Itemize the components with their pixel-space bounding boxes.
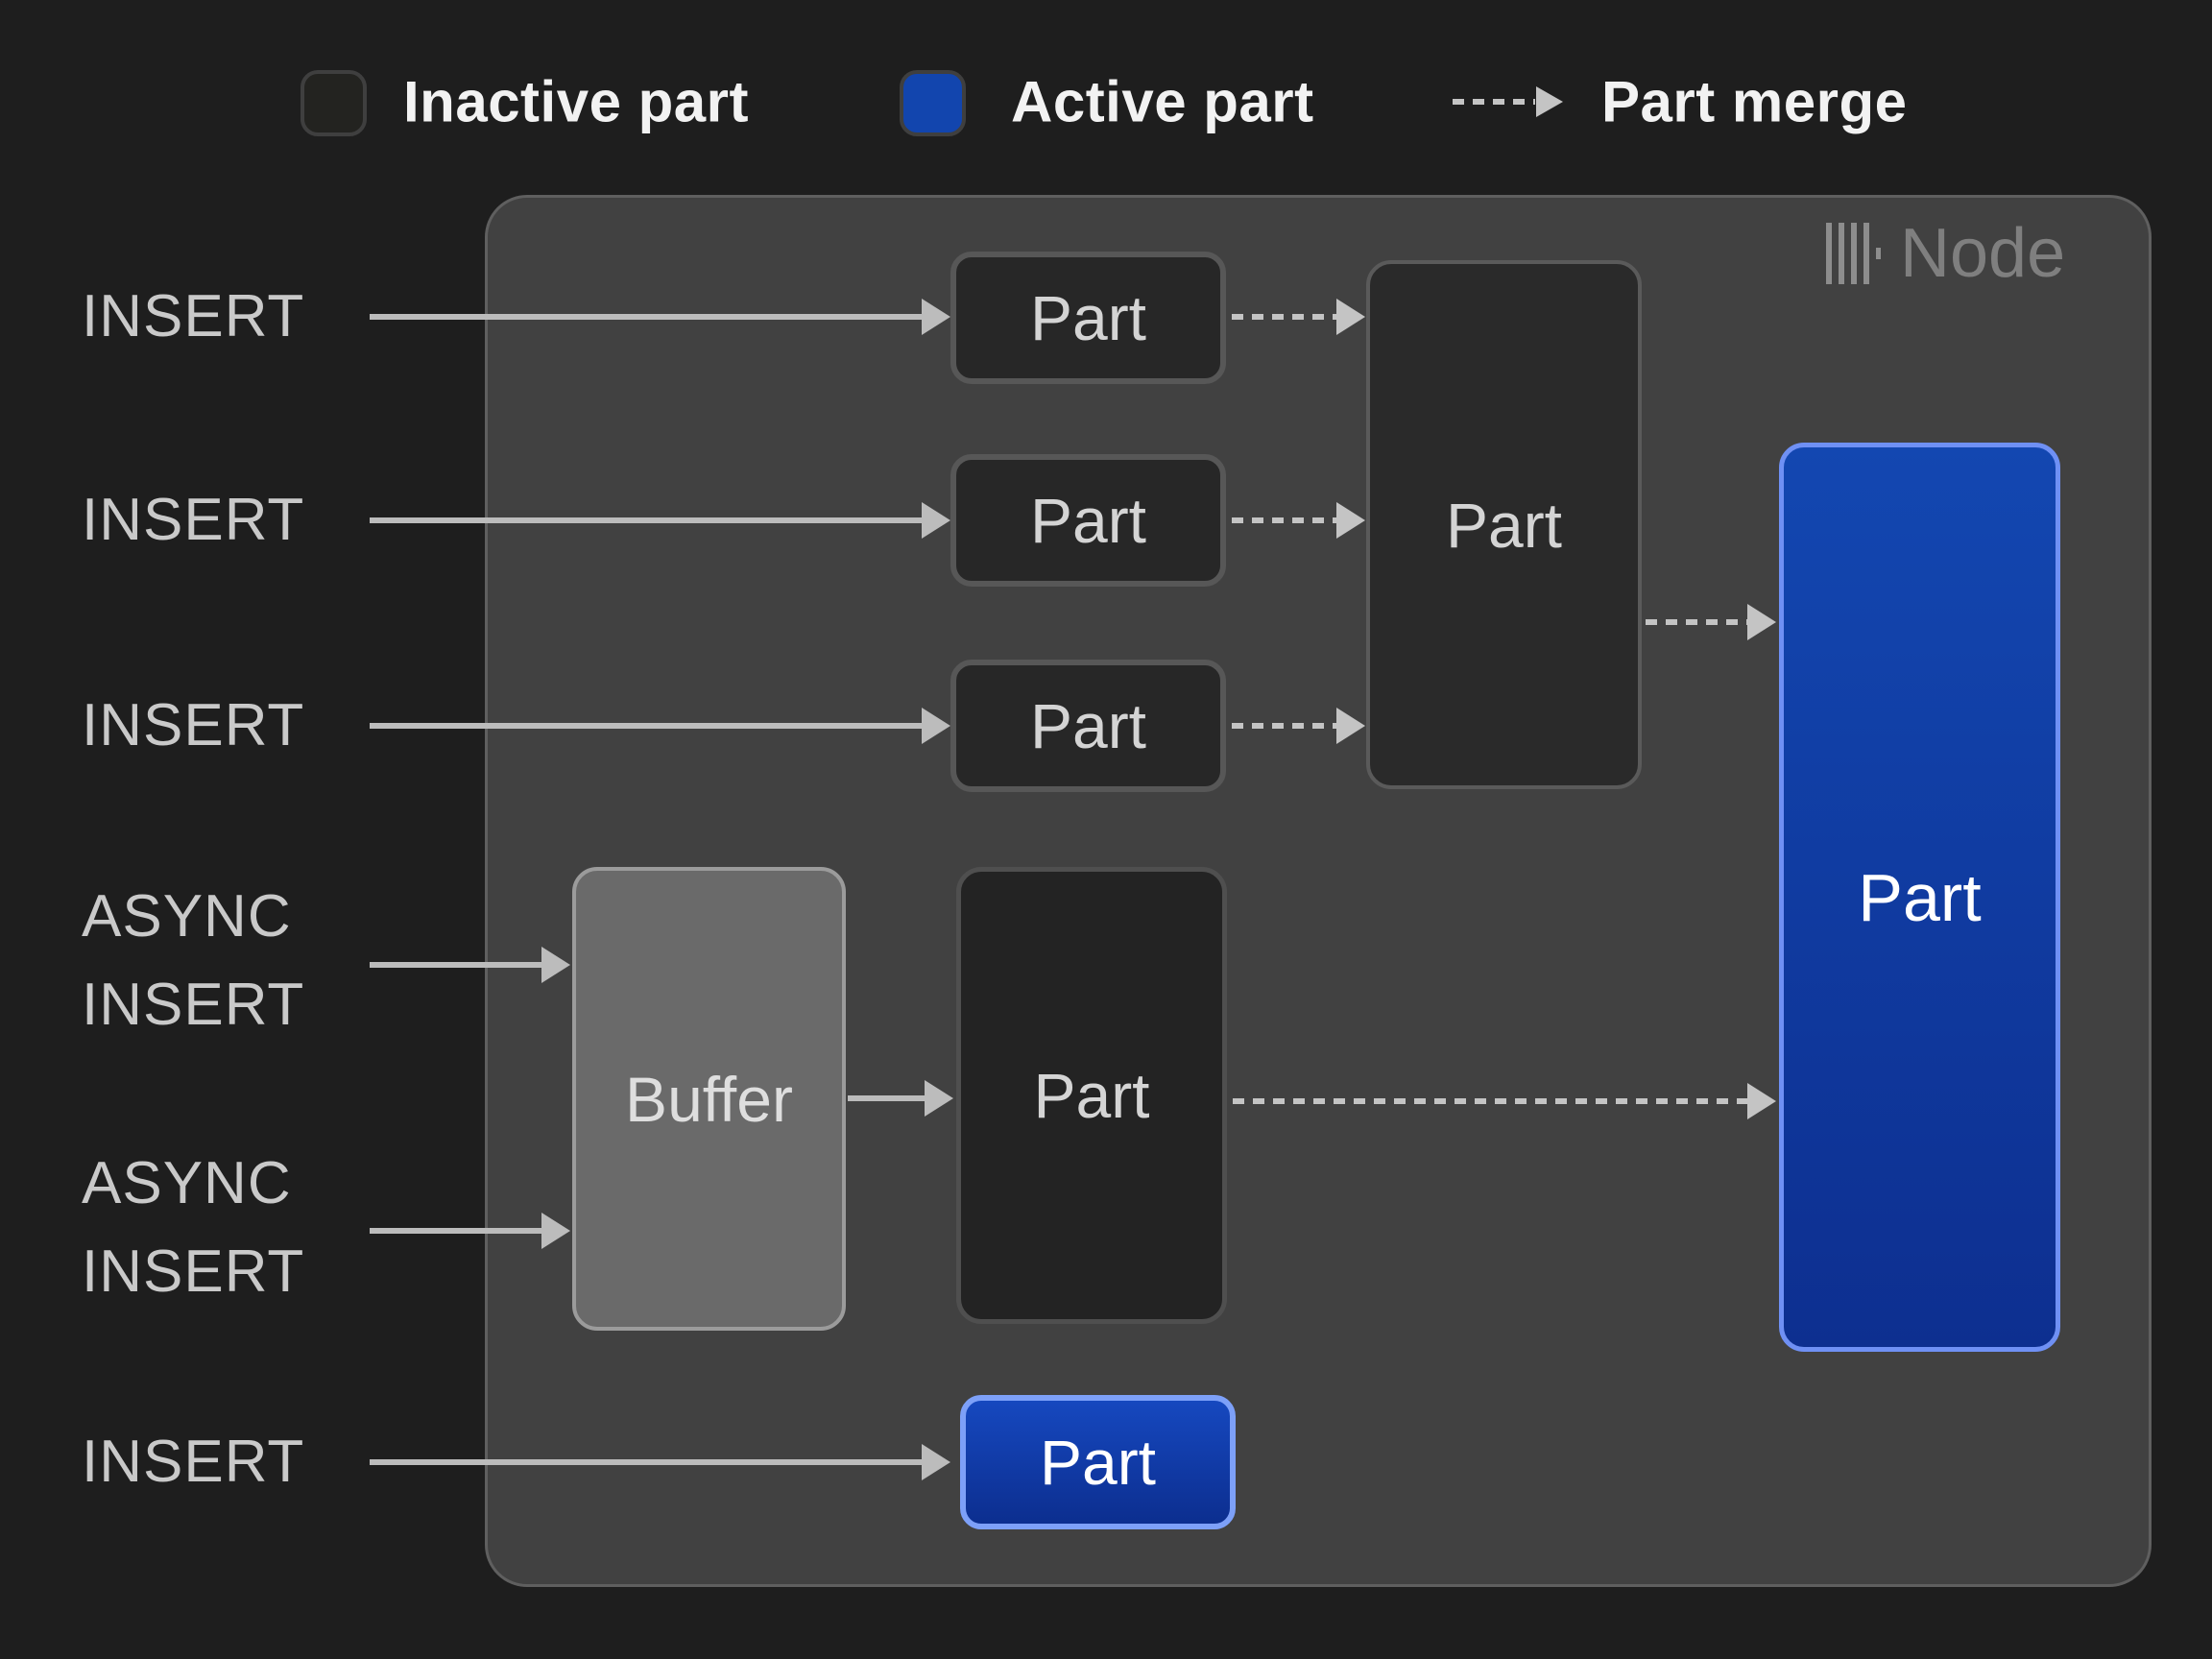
active-part-new-label: Part (1039, 1427, 1157, 1498)
legend-inactive-label: Inactive part (403, 69, 749, 134)
buffer-to-part-arrow-head-icon (925, 1080, 953, 1117)
merge-to-active-arrow-line (1646, 619, 1749, 625)
insert-label-2: INSERT (82, 487, 305, 553)
async-insert-label-2-line2: INSERT (82, 1238, 305, 1305)
merge-to-active-arrow-head-icon (1747, 604, 1776, 640)
node-header: Node (1826, 217, 2065, 290)
active-part-main-box: Part (1779, 443, 2060, 1352)
merge-target-part-label: Part (1445, 489, 1563, 561)
legend-active-label: Active part (1011, 69, 1314, 134)
buffer-to-part-arrow-line (848, 1095, 926, 1101)
async-arrow-2-line (370, 1228, 543, 1234)
buffer-box: Buffer (572, 867, 846, 1331)
inactive-part-box-1: Part (950, 252, 1226, 384)
legend-merge-label: Part merge (1601, 69, 1908, 134)
async-arrow-1-line (370, 962, 543, 968)
async-part-to-active-arrow-line (1233, 1098, 1749, 1104)
inactive-part-box-2-label: Part (1029, 485, 1147, 556)
merge-target-part-box: Part (1366, 260, 1642, 789)
async-arrow-1-head-icon (541, 947, 570, 983)
merge-arrow-1-line (1232, 314, 1337, 320)
merge-arrow-3-head-icon (1336, 708, 1365, 744)
async-insert-label-1-line1: ASYNC (82, 883, 292, 950)
buffer-label: Buffer (625, 1063, 793, 1135)
async-insert-label-2-line1: ASYNC (82, 1150, 292, 1216)
insert-arrow-4-line (370, 1459, 924, 1465)
legend-inactive-swatch (301, 70, 367, 136)
node-title: Node (1900, 215, 2066, 292)
insert-arrow-3-line (370, 723, 924, 729)
legend-merge-arrowhead-icon (1536, 86, 1563, 117)
insert-arrow-1-head-icon (922, 299, 950, 335)
legend-merge-arrow-line (1453, 99, 1535, 105)
insert-arrow-2-line (370, 517, 924, 523)
insert-arrow-3-head-icon (922, 708, 950, 744)
async-insert-label-1: ASYNC INSERT (82, 873, 304, 1049)
async-part-label: Part (1033, 1060, 1150, 1131)
async-arrow-2-head-icon (541, 1213, 570, 1249)
insert-label-1: INSERT (82, 283, 305, 349)
async-part-to-active-arrow-head-icon (1747, 1083, 1776, 1119)
async-insert-label-1-line2: INSERT (82, 972, 305, 1038)
async-insert-label-2: ASYNC INSERT (82, 1140, 304, 1316)
active-part-main-label: Part (1858, 859, 1982, 935)
insert-arrow-1-line (370, 314, 924, 320)
merge-arrow-1-head-icon (1336, 299, 1365, 335)
clickhouse-bars-icon (1826, 223, 1881, 284)
insert-label-3: INSERT (82, 692, 305, 758)
merge-arrow-2-head-icon (1336, 502, 1365, 539)
insert-label-4: INSERT (82, 1429, 305, 1495)
merge-arrow-2-line (1232, 517, 1337, 523)
active-part-new-box: Part (960, 1395, 1236, 1529)
inactive-part-box-3: Part (950, 660, 1226, 792)
insert-arrow-4-head-icon (922, 1444, 950, 1480)
insert-arrow-2-head-icon (922, 502, 950, 539)
inactive-part-box-2: Part (950, 454, 1226, 587)
inactive-part-box-3-label: Part (1029, 690, 1147, 761)
merge-arrow-3-line (1232, 723, 1337, 729)
async-part-box: Part (956, 867, 1227, 1324)
legend-active-swatch (900, 70, 966, 136)
inactive-part-box-1-label: Part (1029, 282, 1147, 353)
